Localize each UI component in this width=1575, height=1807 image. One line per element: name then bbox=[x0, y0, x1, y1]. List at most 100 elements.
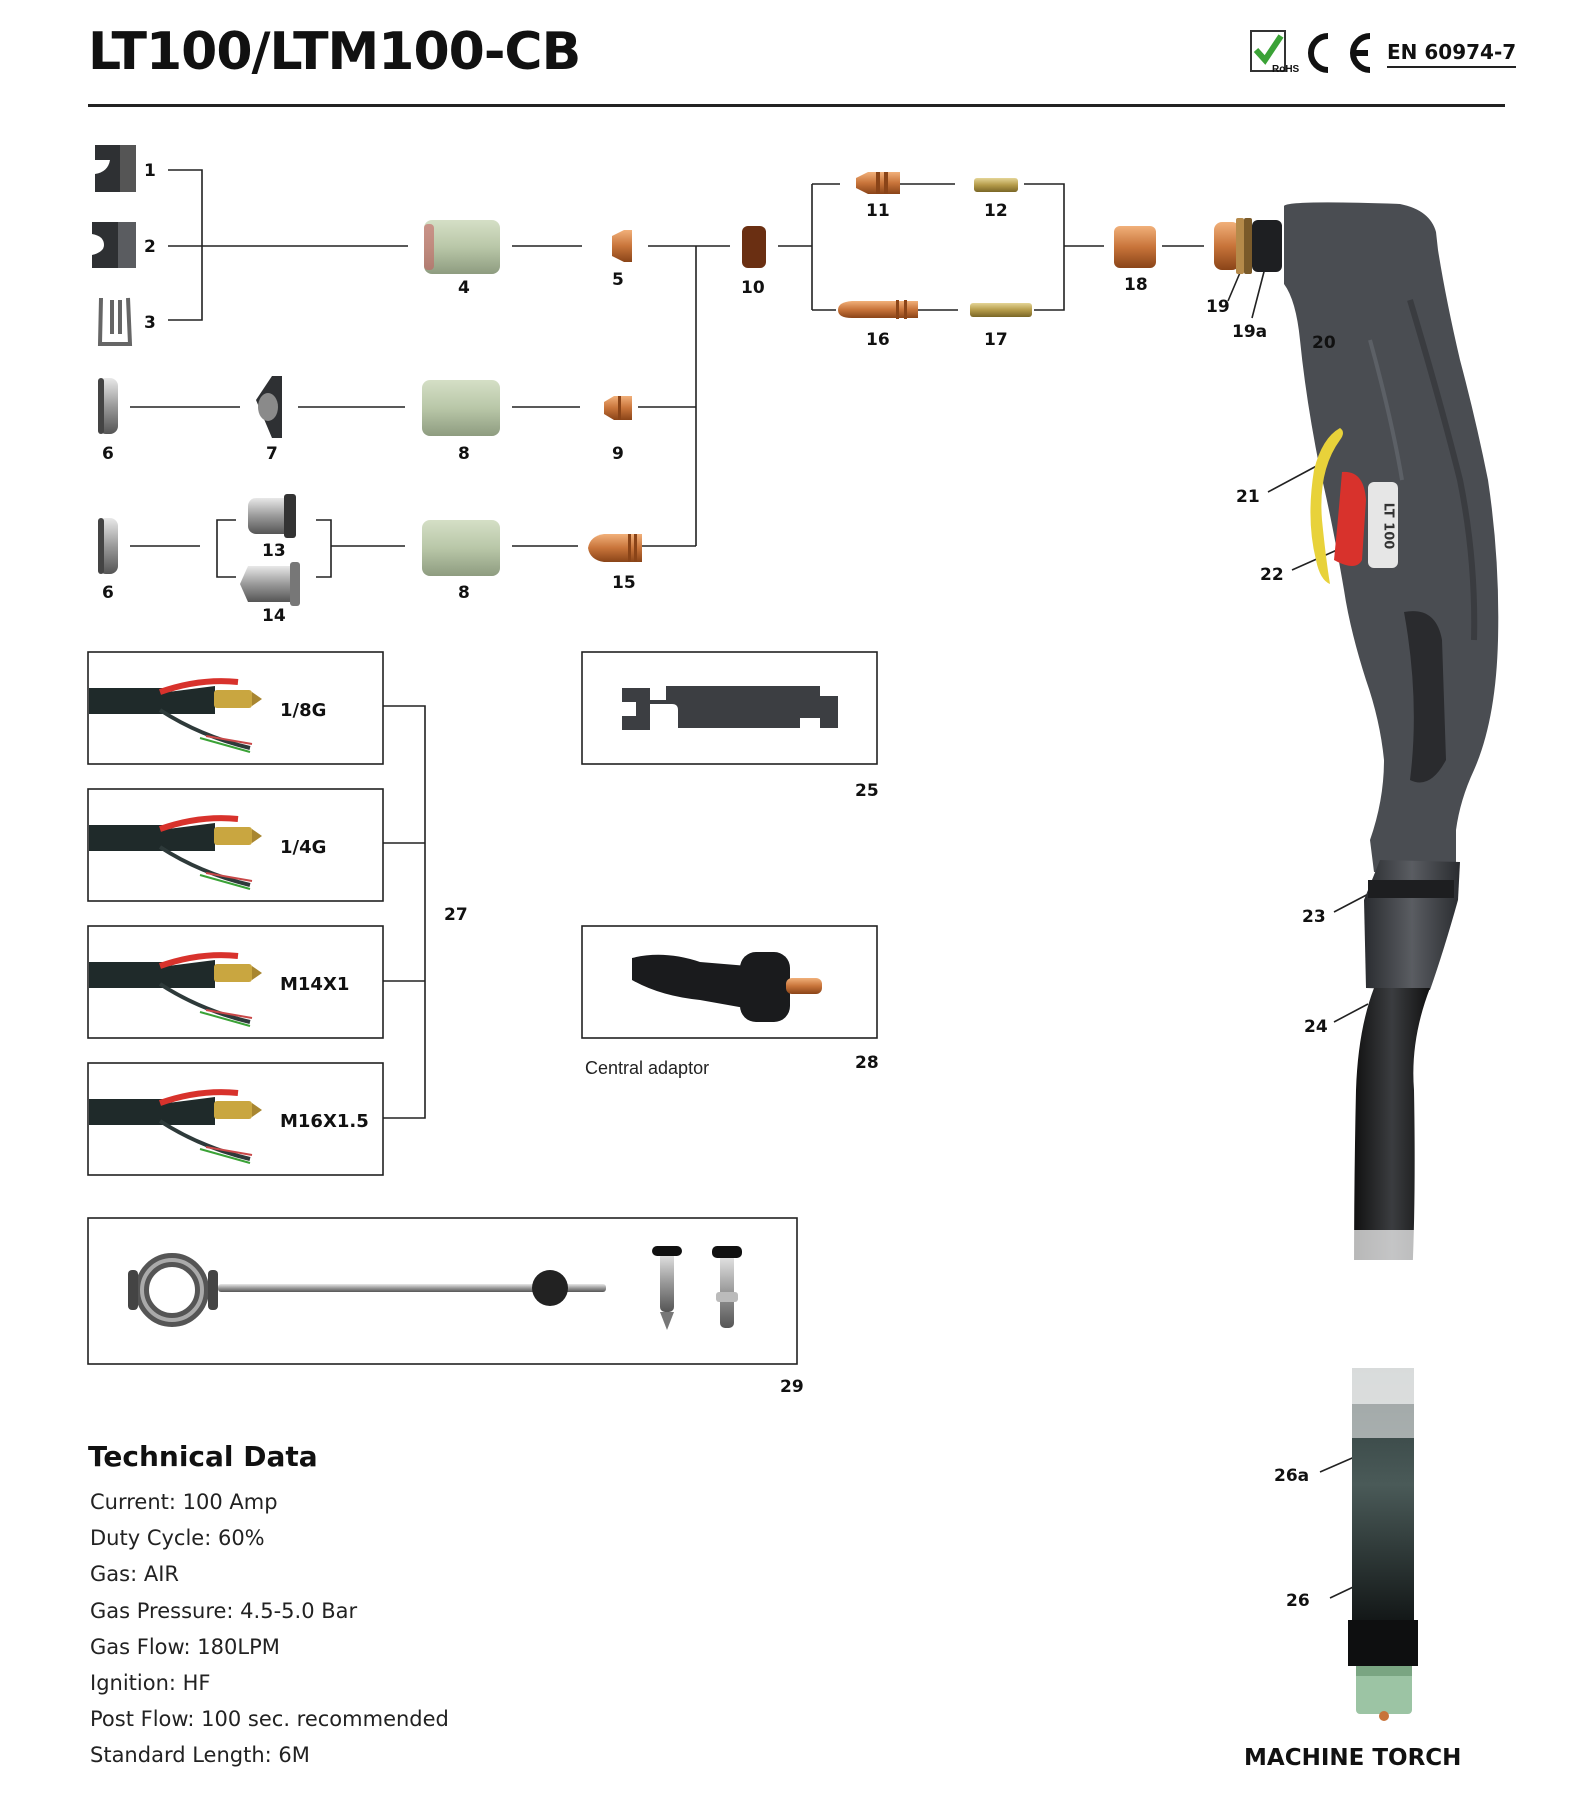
red-wire bbox=[159, 952, 239, 969]
box-hose-1-4g bbox=[87, 788, 384, 902]
tech-item-standard-length: Standard Length: 6M bbox=[90, 1743, 310, 1768]
label-4: 4 bbox=[458, 278, 470, 298]
torch-model-text: LT 100 bbox=[1381, 503, 1396, 550]
hose-boxes bbox=[87, 651, 878, 1365]
tech-item-post-flow: Post Flow: 100 sec. recommended bbox=[90, 1707, 449, 1732]
signal-wire bbox=[158, 1119, 251, 1161]
label-18: 18 bbox=[1124, 275, 1148, 295]
red-wire bbox=[159, 815, 239, 832]
label-1: 1 bbox=[144, 161, 156, 181]
part-18-retainer bbox=[1114, 226, 1156, 268]
machine-torch-tube bbox=[1348, 1368, 1418, 1721]
green-wire bbox=[199, 737, 251, 753]
grip-pad bbox=[1404, 611, 1446, 783]
hose-taper bbox=[168, 686, 215, 714]
check-icon bbox=[1253, 34, 1284, 65]
tech-item-current: Current: 100 Amp bbox=[90, 1490, 278, 1514]
brass-fitting bbox=[214, 1101, 252, 1119]
signal-wire bbox=[158, 982, 251, 1024]
trigger-button bbox=[1334, 471, 1366, 566]
hose-body bbox=[89, 825, 169, 851]
circle-guide-image bbox=[128, 1246, 742, 1330]
hose-label-3: M16X1.5 bbox=[280, 1111, 369, 1132]
hose-label-1: 1/4G bbox=[280, 837, 326, 858]
central-adaptor-caption: Central adaptor bbox=[585, 1058, 710, 1078]
part-4-shield-cup bbox=[424, 220, 500, 274]
hose-body bbox=[89, 962, 169, 988]
label-21: 21 bbox=[1236, 487, 1260, 507]
tech-item-gas: Gas: AIR bbox=[90, 1562, 179, 1587]
technical-data-list: Current: 100 Amp Duty Cycle: 60% Gas: AI… bbox=[90, 1484, 449, 1774]
part-10-swirl-ring bbox=[742, 226, 766, 268]
hose-body bbox=[89, 688, 169, 714]
torch-hose bbox=[1354, 988, 1430, 1280]
green-wire bbox=[199, 1011, 251, 1027]
part-14-shield-drag bbox=[240, 562, 300, 606]
label-23: 23 bbox=[1302, 907, 1326, 927]
page-title: LT100/LTM100-CB bbox=[88, 22, 581, 82]
hose-taper bbox=[168, 823, 215, 851]
label-27: 27 bbox=[444, 905, 468, 925]
part-labels: 1 2 3 4 5 10 11 12 16 17 18 19 19a 20 6 … bbox=[102, 161, 1336, 1611]
hose-label-0: 1/8G bbox=[280, 700, 326, 721]
label-28: 28 bbox=[855, 1053, 879, 1073]
connector-lines bbox=[130, 169, 1377, 1599]
label-3: 3 bbox=[144, 313, 156, 333]
rohs-text: RoHS bbox=[1272, 64, 1300, 75]
part-17-brass-long bbox=[970, 303, 1032, 317]
tech-item-duty-cycle: Duty Cycle: 60% bbox=[90, 1526, 265, 1551]
red-wire bbox=[159, 678, 239, 695]
label-19a: 19a bbox=[1232, 322, 1267, 342]
central-adaptor-image bbox=[632, 952, 822, 1022]
brass-fitting bbox=[214, 827, 252, 845]
label-22: 22 bbox=[1260, 565, 1284, 585]
torch-handle-nut bbox=[1364, 860, 1460, 990]
label-6a: 6 bbox=[102, 444, 114, 464]
ce-mark-e bbox=[1350, 33, 1371, 73]
label-13: 13 bbox=[262, 541, 286, 561]
label-8a: 8 bbox=[458, 444, 470, 464]
hose-image-2 bbox=[89, 952, 262, 1027]
label-2: 2 bbox=[144, 237, 156, 257]
fitting-tip bbox=[252, 966, 262, 980]
label-6b: 6 bbox=[102, 583, 114, 603]
part-8-shield-cup-2 bbox=[422, 520, 500, 576]
part-7-shield bbox=[256, 376, 282, 438]
part-1-deflector bbox=[95, 145, 136, 192]
label-14: 14 bbox=[262, 606, 286, 626]
tech-item-gas-pressure: Gas Pressure: 4.5-5.0 Bar bbox=[90, 1598, 358, 1623]
red-signal-wire bbox=[205, 1009, 253, 1019]
part-13-shield-steel bbox=[248, 494, 296, 538]
red-wire bbox=[159, 1089, 239, 1106]
label-25: 25 bbox=[855, 781, 879, 801]
signal-wire bbox=[158, 708, 251, 750]
standard-mark: EN 60974-7 bbox=[1387, 40, 1517, 68]
label-11: 11 bbox=[866, 201, 890, 221]
box-hose-1-8g bbox=[87, 651, 384, 765]
red-signal-wire bbox=[205, 1146, 253, 1156]
tech-item-gas-flow: Gas Flow: 180LPM bbox=[90, 1634, 280, 1659]
part-3-clip bbox=[97, 297, 133, 346]
torch-label-plate bbox=[1368, 482, 1398, 568]
signal-wire bbox=[158, 845, 251, 887]
fitting-tip bbox=[252, 1103, 262, 1117]
label-19: 19 bbox=[1206, 297, 1230, 317]
green-wire bbox=[199, 874, 251, 890]
hose-image-3 bbox=[89, 1089, 262, 1164]
box-spanner bbox=[581, 651, 878, 765]
hose-image-0 bbox=[89, 678, 262, 753]
fitting-tip bbox=[252, 829, 262, 843]
green-wire bbox=[199, 1148, 251, 1164]
part-5-nozzle bbox=[612, 230, 632, 262]
spanner-tool bbox=[622, 686, 838, 730]
technical-data-title: Technical Data bbox=[88, 1440, 318, 1473]
box-hose-m14x1 bbox=[87, 925, 384, 1039]
header-rule bbox=[88, 104, 1505, 107]
label-12: 12 bbox=[984, 201, 1008, 221]
hose-taper bbox=[168, 1097, 215, 1125]
label-20: 20 bbox=[1312, 333, 1336, 353]
hose-taper bbox=[168, 960, 215, 988]
brass-fitting bbox=[214, 690, 252, 708]
label-7: 7 bbox=[266, 444, 278, 464]
